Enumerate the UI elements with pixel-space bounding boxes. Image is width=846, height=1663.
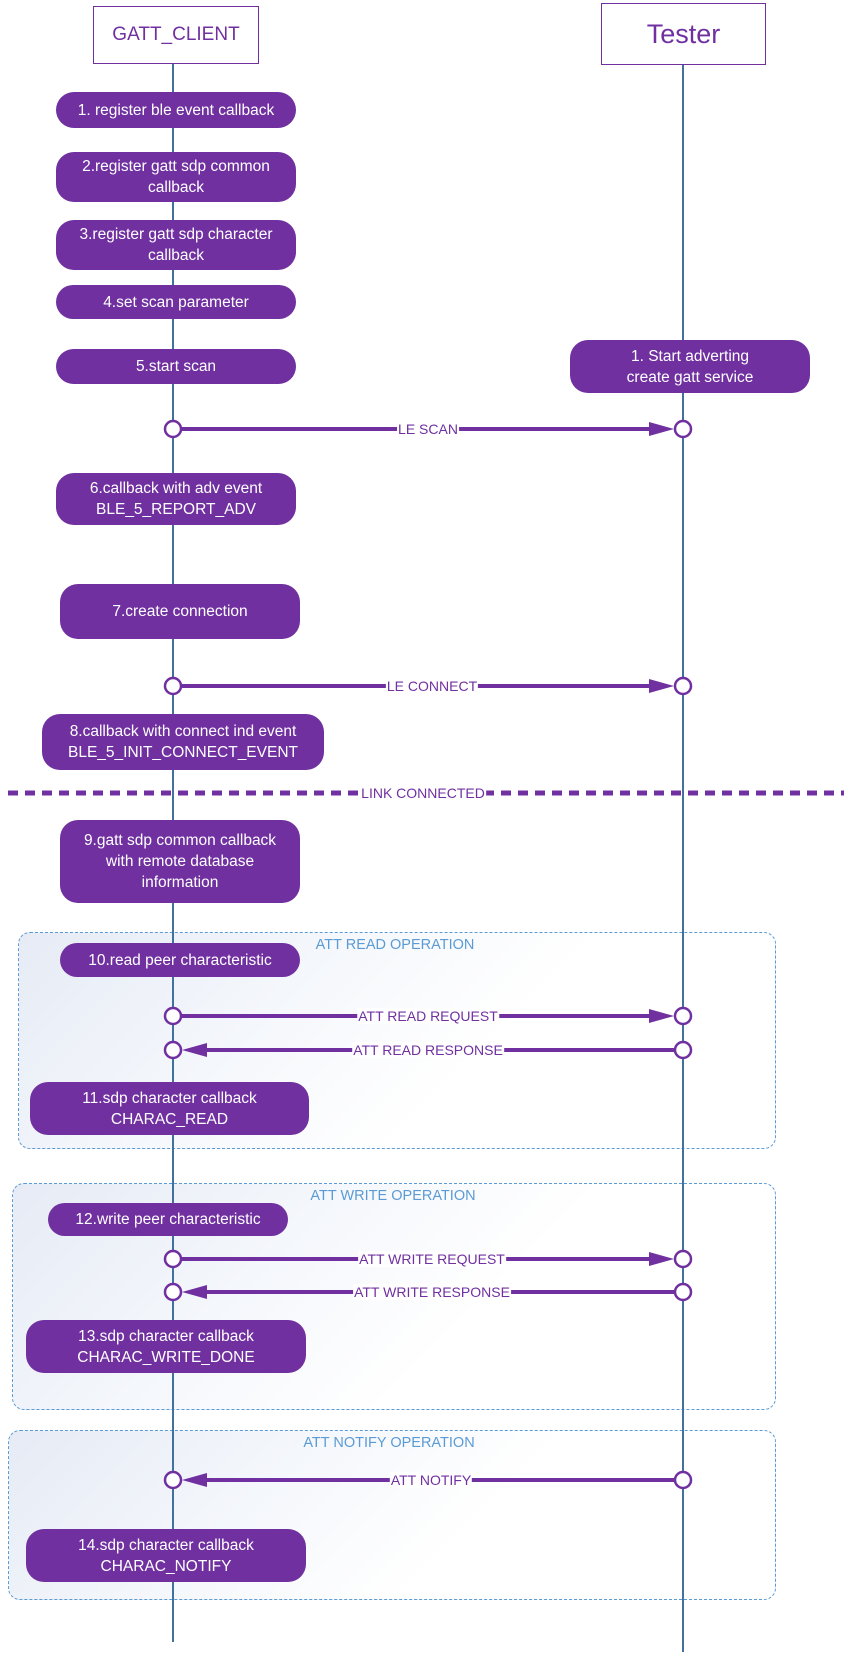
client-step: 2.register gatt sdp common callback xyxy=(56,152,296,202)
client-step: 10.read peer characteristic xyxy=(60,943,300,977)
step-text: information xyxy=(141,874,219,891)
step-text: CHARAC_NOTIFY xyxy=(100,1557,232,1575)
actor-label: Tester xyxy=(646,18,721,49)
tester-actor: Tester xyxy=(601,3,766,65)
message-label: ATT NOTIFY xyxy=(389,1472,473,1488)
step-text: BLE_5_REPORT_ADV xyxy=(96,501,256,518)
tester-step: 1. Start adverting create gatt service xyxy=(570,340,810,393)
step-text: 5.start scan xyxy=(135,358,217,375)
client-step: 4.set scan parameter xyxy=(56,285,296,319)
step-text: 12.write peer characteristic xyxy=(75,1211,261,1228)
client-step: 3.register gatt sdp character callback xyxy=(56,220,296,270)
client-step: 7.create connection xyxy=(60,584,300,639)
step-text: 6.callback with adv event xyxy=(89,480,263,497)
step-text: 9.gatt sdp common callback xyxy=(83,832,277,849)
step-text: 10.read peer characteristic xyxy=(88,951,272,969)
step-text: callback xyxy=(148,179,204,196)
message-label: LE SCAN xyxy=(397,421,459,437)
step-text: 2.register gatt sdp common xyxy=(82,158,270,175)
step-text: with remote database xyxy=(105,853,255,870)
step-text: 13.sdp character callback xyxy=(78,1327,254,1345)
step-text: 3.register gatt sdp character xyxy=(79,226,273,243)
message-label: ATT WRITE RESPONSE xyxy=(353,1284,511,1300)
step-text: 11.sdp character callback xyxy=(82,1089,257,1107)
step-text: create gatt service xyxy=(626,368,754,386)
group-title: ATT WRITE OPERATION xyxy=(310,1188,476,1204)
step-text: 1. register ble event callback xyxy=(77,101,275,119)
client-step: 9.gatt sdp common callback with remote da… xyxy=(60,820,300,903)
message-label: LE CONNECT xyxy=(385,678,479,694)
step-text: callback xyxy=(148,247,204,264)
step-text: 4.set scan parameter xyxy=(103,293,249,311)
client-step: 12.write peer characteristic xyxy=(48,1203,288,1236)
client-step: 1. register ble event callback xyxy=(56,92,296,128)
actor-label: GATT_CLIENT xyxy=(112,24,240,45)
step-text: 1. Start adverting xyxy=(630,347,750,365)
step-text: BLE_5_INIT_CONNECT_EVENT xyxy=(68,744,298,761)
group-title: ATT NOTIFY OPERATION xyxy=(303,1435,475,1451)
message-label: ATT READ REQUEST xyxy=(357,1008,499,1024)
step-text: CHARAC_READ xyxy=(110,1110,229,1128)
message-label: ATT WRITE REQUEST xyxy=(358,1251,506,1267)
step-text: 14.sdp character callback xyxy=(78,1536,254,1554)
group-title: ATT READ OPERATION xyxy=(315,937,475,953)
step-text: CHARAC_WRITE_DONE xyxy=(77,1348,255,1366)
step-text: 8.callback with connect ind event xyxy=(69,723,297,740)
gatt-client-actor: GATT_CLIENT xyxy=(93,6,259,64)
step-text: 7.create connection xyxy=(112,603,248,620)
separator-label: LINK CONNECTED xyxy=(360,785,486,801)
client-step: 5.start scan xyxy=(56,349,296,384)
message-label: ATT READ RESPONSE xyxy=(352,1042,504,1058)
